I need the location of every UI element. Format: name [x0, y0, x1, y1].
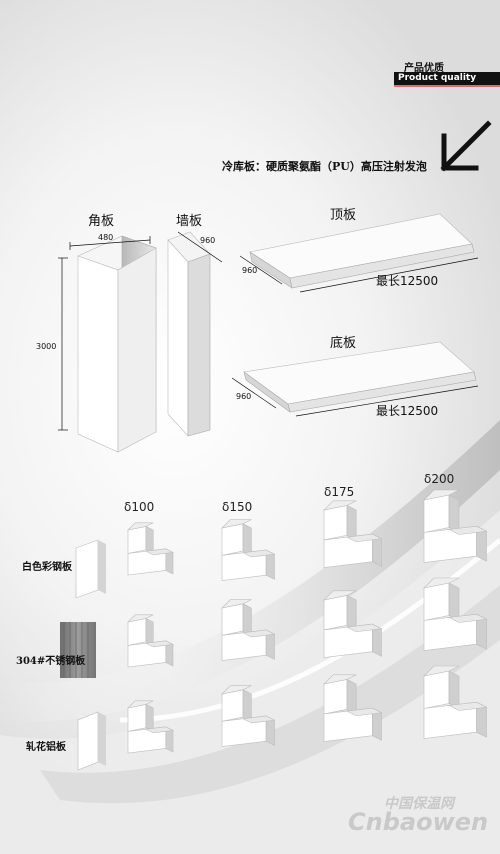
profile-top [221, 599, 252, 609]
profile-side [145, 703, 154, 732]
corner-panel-label: 角板 [88, 214, 115, 229]
profile-sample [323, 674, 383, 742]
curve-band-upper [0, 420, 500, 722]
corner-panel-width: 480 [98, 233, 114, 242]
profile-side [346, 504, 357, 541]
profile-grid [127, 489, 488, 754]
profile-step-top [345, 533, 383, 543]
top-panel-label: 顶板 [330, 208, 357, 223]
material-label-aluminum: 轧花铝板 [26, 742, 66, 753]
profile-face [323, 679, 348, 715]
profile-face [221, 523, 244, 556]
top-panel-drawing [239, 213, 479, 293]
watermark-en: Cnbaowen [348, 808, 489, 836]
profile-step-top [447, 525, 488, 535]
swatch-white-steel [75, 539, 106, 599]
profile-sample [127, 700, 175, 754]
profile-top [127, 614, 154, 623]
wall-panel-width: 960 [200, 236, 216, 245]
profile-step-top [144, 548, 175, 556]
profile-step-top [241, 629, 276, 638]
profile-step-top [144, 640, 175, 648]
corner-panel-drawing [58, 235, 157, 453]
profile-side [448, 494, 460, 533]
profile-step-top [345, 707, 383, 717]
profile-top [127, 700, 154, 709]
bottom-panel-max-length: 最长12500 [376, 404, 439, 418]
profile-top [323, 590, 357, 601]
profile-top [423, 577, 460, 589]
profile-side [448, 670, 460, 709]
bottom-panel-drawing [231, 341, 479, 417]
profile-sample [221, 685, 276, 747]
thickness-150: δ150 [222, 500, 253, 514]
profile-side [242, 603, 252, 636]
profile-step-top [241, 549, 276, 558]
swatch-embossed-aluminum [77, 711, 106, 771]
profile-step-top [241, 715, 276, 724]
profile-sample [127, 522, 175, 576]
profile-side [448, 582, 460, 621]
profile-face [423, 582, 450, 621]
top-panel-max-length: 最长12500 [376, 274, 439, 288]
profile-face [127, 618, 147, 646]
profile-face [221, 689, 244, 722]
profile-sample [127, 614, 175, 668]
subtitle: 冷库板：硬质聚氨酯（PU）高压注射发泡 [222, 160, 427, 173]
corner-panel-height: 3000 [36, 342, 57, 351]
thickness-100: δ100 [124, 500, 155, 514]
profile-sample [423, 665, 488, 739]
wall-panel-label: 墙板 [176, 214, 203, 229]
profile-side [145, 525, 154, 554]
profile-side [145, 617, 154, 646]
curve-band-lower [0, 510, 500, 854]
swatch-stainless-steel [60, 622, 96, 678]
profile-step-top [447, 613, 488, 623]
profile-face [423, 670, 450, 709]
profile-sample [221, 599, 276, 661]
wall-panel-drawing [167, 231, 223, 437]
curve-band-inner [40, 585, 500, 804]
profile-sample [323, 500, 383, 568]
profile-step-top [345, 623, 383, 633]
profile-top [221, 519, 252, 529]
profile-face [423, 494, 450, 533]
profile-top [423, 665, 460, 677]
profile-side [242, 689, 252, 722]
profile-face [323, 505, 348, 541]
profile-sample [323, 590, 383, 658]
header-title-cn: 产品优质 [404, 63, 444, 74]
profile-face [323, 595, 348, 631]
profile-step-top [144, 726, 175, 734]
bottom-panel-label: 底板 [330, 336, 357, 351]
arrow-down-left-icon [440, 120, 492, 172]
profile-side [346, 594, 357, 631]
profile-face [127, 704, 147, 732]
watermark-cn: 中国保温网 [384, 796, 454, 812]
profile-sample [423, 577, 488, 651]
profile-face [127, 526, 147, 554]
header-title-en: Product quality [398, 73, 477, 83]
thickness-200: δ200 [424, 472, 455, 486]
thickness-175: δ175 [324, 485, 355, 499]
header-title-bar [394, 72, 500, 85]
bottom-panel-width: 960 [236, 392, 252, 401]
profile-side [242, 523, 252, 556]
profile-top [423, 489, 460, 501]
profile-top [221, 685, 252, 695]
profile-sample [221, 519, 276, 581]
material-label-stainless: 304#不锈钢板 [16, 656, 86, 667]
profile-top [323, 500, 357, 511]
material-label-white-steel: 白色彩钢板 [22, 562, 72, 573]
profile-sample [423, 489, 488, 563]
profile-side [346, 678, 357, 715]
profile-face [221, 603, 244, 636]
profile-top [323, 674, 357, 685]
profile-step-top [447, 701, 488, 711]
profile-top [127, 522, 154, 531]
top-panel-width: 960 [242, 266, 258, 275]
